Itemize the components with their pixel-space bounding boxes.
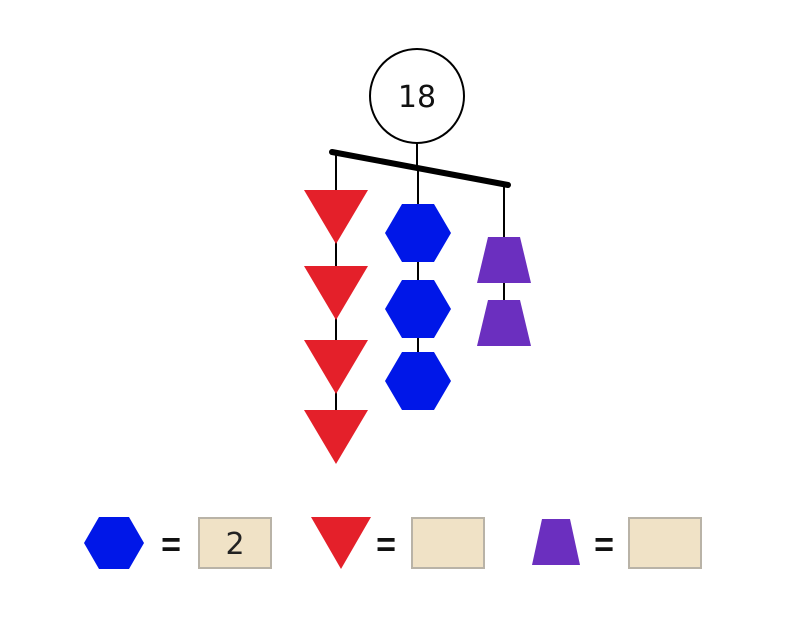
hexagon-answer-value: 2	[225, 527, 244, 562]
triangle-weight	[304, 410, 368, 464]
trapezoid-weight	[477, 237, 531, 283]
equals-sign: =	[161, 526, 181, 564]
total-value: 18	[398, 80, 436, 115]
hexagon-weight	[385, 280, 451, 338]
triangle-weight	[304, 340, 368, 394]
hexagon-weight	[385, 204, 451, 262]
triangle-weight	[304, 266, 368, 320]
hexagon-column	[385, 204, 451, 410]
trapezoid-icon	[532, 519, 580, 565]
legend-hexagon-entry: = 2	[84, 517, 272, 569]
trapezoid-weight	[477, 300, 531, 346]
triangle-weight	[304, 190, 368, 244]
triangle-icon	[311, 517, 371, 569]
triangle-column	[304, 190, 368, 464]
equals-sign: =	[376, 526, 396, 564]
trapezoid-answer-box[interactable]	[628, 517, 702, 569]
hexagon-answer-box[interactable]	[198, 517, 272, 569]
legend-triangle-entry: =	[311, 517, 485, 569]
hexagon-icon	[84, 517, 144, 569]
balance-bar	[329, 149, 511, 188]
legend-trapezoid-entry: =	[532, 517, 702, 569]
triangle-answer-box[interactable]	[411, 517, 485, 569]
trapezoid-column	[477, 237, 531, 346]
equals-sign: =	[594, 526, 614, 564]
hexagon-weight	[385, 352, 451, 410]
